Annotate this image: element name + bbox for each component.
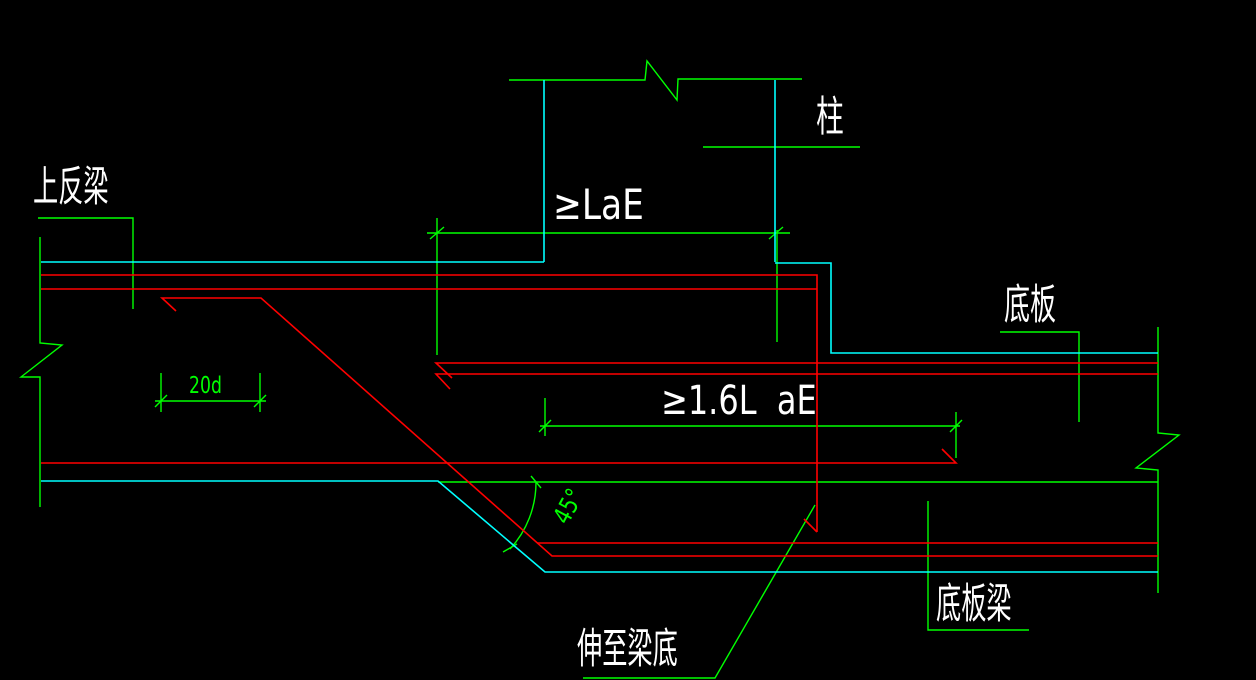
right-break-line: [1134, 327, 1181, 593]
dim-text-1point6lae: ≥1.6L aE: [661, 378, 817, 424]
label-bottom-slab-beam: 底板梁: [936, 579, 1012, 628]
dim-text-20d: 20d: [189, 373, 222, 399]
dim-16lae-tick-left: [538, 419, 552, 433]
top-beam-label-leader: [38, 217, 134, 309]
dim-20d-tick-left: [154, 394, 168, 408]
slab-step-outline: [775, 262, 1158, 354]
angle-arc-tick-top: [530, 475, 542, 489]
dim-20d-tick-right: [253, 394, 267, 408]
label-extend-to-beam-bottom: 伸至梁底: [577, 624, 678, 673]
lower-slab-top-rebar-2: [434, 373, 1158, 390]
concrete-outline-cyan: [41, 80, 1158, 573]
angle-45-arc: [509, 481, 537, 550]
slab-beam-label-leader: [927, 501, 1029, 631]
dim-16lae-tick-right: [949, 419, 963, 433]
lower-slab-top-rebar-1: [433, 362, 1158, 379]
rebar-bottom-hook: [803, 518, 818, 533]
rebar-lines-red: [41, 274, 1158, 557]
column-top-break-line: [509, 59, 802, 102]
bottom-slab-label-leader: [1000, 331, 1080, 422]
annotation-lines-green: [18, 59, 1181, 679]
label-bottom-slab: 底板: [1004, 280, 1057, 329]
label-column: 柱: [816, 92, 844, 141]
bent-down-rebar-45: [159, 297, 1158, 557]
label-top-inverted-beam: 上反梁: [33, 162, 109, 211]
beam-bottom-outline: [41, 480, 1158, 573]
left-break-line: [18, 237, 64, 507]
dim-text-lae: ≥LaE: [553, 180, 644, 229]
upper-beam-bottom-rebar: [41, 448, 958, 464]
angle-arc-tick-bottom: [502, 543, 518, 553]
upper-top-rebar-1-bend-down: [41, 274, 818, 532]
dim-lae-tick-right: [768, 226, 784, 240]
extend-label-leader: [583, 504, 816, 679]
